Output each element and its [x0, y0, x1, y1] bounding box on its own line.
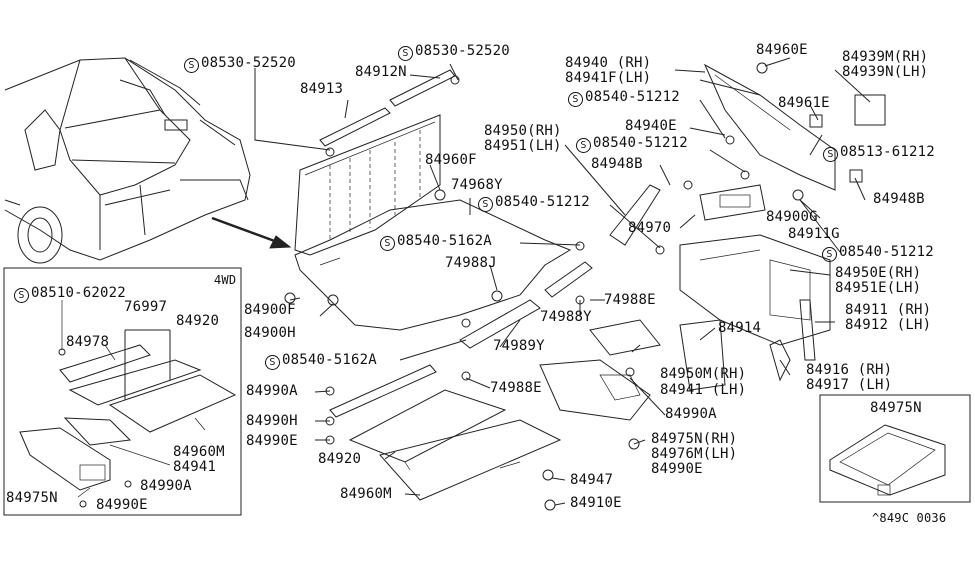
- label-74989y: 74989Y: [493, 338, 545, 354]
- label-84990a-right: 84990A: [665, 406, 717, 422]
- label-84941f-lh: 84941F(LH): [565, 70, 652, 86]
- inset-label-84941: 84941: [173, 459, 217, 475]
- inset-4wd-parts: [19, 300, 237, 508]
- label-84948b-left: 84948B: [591, 156, 643, 172]
- label-84911-rh: 84911 (RH): [845, 302, 932, 318]
- s-mark: S: [568, 92, 583, 107]
- label-84961e: 84961E: [778, 95, 830, 111]
- floor-mat: [294, 199, 572, 331]
- label-84939n-lh: 84939N(LH): [842, 64, 929, 80]
- label-84950-rh: 84950(RH): [484, 123, 562, 139]
- label-84912n: 84912N: [355, 64, 407, 80]
- label-84950e-rh: 84950E(RH): [835, 265, 922, 281]
- label-84990e-left: 84990E: [246, 433, 298, 449]
- label-84970: 84970: [628, 220, 672, 236]
- lower-boards: [348, 389, 562, 501]
- s-mark: S: [380, 236, 395, 251]
- s-mark: S: [478, 197, 493, 212]
- inset-label-84990e: 84990E: [96, 497, 148, 513]
- label-84990e-right: 84990E: [651, 461, 703, 477]
- inset-label-84990a: 84990A: [140, 478, 192, 494]
- label-84960e: 84960E: [756, 42, 808, 58]
- label-84941-lh: 84941 (LH): [660, 382, 747, 398]
- label-84990a-left: 84990A: [246, 383, 298, 399]
- inset-label-84975n: 84975N: [6, 490, 58, 506]
- label-84947: 84947: [570, 472, 614, 488]
- label-84940e: 84940E: [625, 118, 677, 134]
- label-84960f: 84960F: [425, 152, 477, 168]
- inset-label-76997: 76997: [124, 299, 168, 315]
- label-84900f: 84900F: [244, 302, 296, 318]
- leader-lines: [254, 57, 871, 506]
- back-panel: [294, 69, 456, 256]
- label-84911g: 84911G: [788, 226, 840, 242]
- s-mark: S: [823, 147, 838, 162]
- label-84975n-box: 84975N: [870, 400, 922, 416]
- fasteners: [284, 62, 804, 511]
- label-84939m-rh: 84939M(RH): [842, 49, 929, 65]
- label-84976m-lh: 84976M(LH): [651, 446, 738, 462]
- label-84951e-lh: 84951E(LH): [835, 280, 922, 296]
- label-74988e-bottom: 74988E: [490, 380, 542, 396]
- label-74988y: 74988Y: [540, 309, 592, 325]
- label-84950m-rh: 84950M(RH): [660, 366, 747, 382]
- s-mark: S: [265, 355, 280, 370]
- s-mark: S: [14, 288, 29, 303]
- label-84910e: 84910E: [570, 495, 622, 511]
- inset-84975n-frame: [819, 394, 971, 503]
- inset-84975n-tray: [829, 424, 946, 496]
- label-84913: 84913: [300, 81, 344, 97]
- label-84990h: 84990H: [246, 413, 298, 429]
- inset-4wd-frame: [3, 267, 242, 516]
- car-rear-illustration: [4, 57, 251, 264]
- s-mark: S: [822, 247, 837, 262]
- label-84912-lh: 84912 (LH): [845, 317, 932, 333]
- label-84951-lh: 84951(LH): [484, 138, 562, 154]
- s-mark: S: [184, 58, 199, 73]
- label-84920: 84920: [318, 451, 362, 467]
- label-84975n-rh: 84975N(RH): [651, 431, 738, 447]
- direction-arrow-head: [269, 235, 292, 249]
- label-84917-lh: 84917 (LH): [806, 377, 893, 393]
- inset-label-84978: 84978: [66, 334, 110, 350]
- diagram-code: ^849C 0036: [872, 511, 947, 525]
- label-84940-rh: 84940 (RH): [565, 55, 652, 71]
- label-84914: 84914: [718, 320, 762, 336]
- upper-trim: [703, 63, 886, 191]
- inset-4wd-tag: 4WD: [214, 273, 237, 287]
- label-74968y: 74968Y: [451, 177, 503, 193]
- label-84948b-right: 84948B: [873, 191, 925, 207]
- label-84916-rh: 84916 (RH): [806, 362, 893, 378]
- inset-label-84960m: 84960M: [173, 444, 225, 460]
- label-74988e-top: 74988E: [604, 292, 656, 308]
- label-84900g: 84900G: [766, 209, 818, 225]
- label-74988j: 74988J: [445, 255, 497, 271]
- inset-label-84920: 84920: [176, 313, 220, 329]
- label-84900h: 84900H: [244, 325, 296, 341]
- direction-arrow: [211, 216, 281, 245]
- trim-strips: [329, 261, 593, 418]
- s-mark: S: [576, 138, 591, 153]
- label-84960m: 84960M: [340, 486, 392, 502]
- s-mark: S: [398, 46, 413, 61]
- side-trim-pieces: [539, 184, 831, 421]
